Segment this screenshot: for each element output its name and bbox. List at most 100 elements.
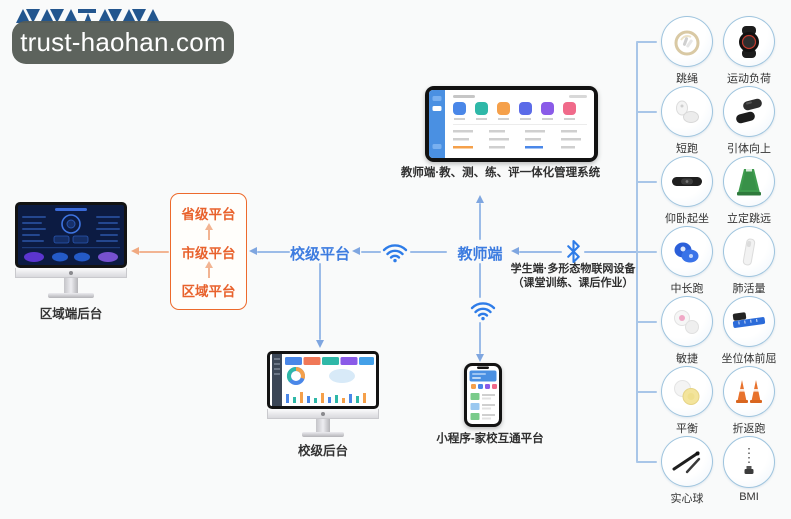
device-label: 敏捷 xyxy=(676,353,698,365)
watermark-pill: trust-haohan.com xyxy=(12,21,234,64)
connector-bt-right xyxy=(584,251,637,253)
device-item: 平衡 xyxy=(656,366,718,436)
agility-pod-icon xyxy=(674,309,699,334)
city-platform-label: 市级平台 xyxy=(181,245,236,261)
device-label: 折返跑 xyxy=(732,423,766,435)
sit-up-band-icon xyxy=(672,176,702,186)
regional-monitor-label: 区域端后台 xyxy=(39,307,103,321)
device-label: 肺活量 xyxy=(732,283,766,295)
arrow-up-blue-icon xyxy=(476,195,484,203)
apple-logo-icon xyxy=(321,411,325,416)
device-label: 运动负荷 xyxy=(727,73,771,85)
platform-hierarchy-box: 省级平台 市级平台 区域平台 xyxy=(170,193,247,310)
wifi-icon xyxy=(382,244,408,263)
arrow-left-orange-icon xyxy=(131,247,139,255)
device-item: 运动负荷 xyxy=(718,16,780,86)
sport-watch-icon xyxy=(739,25,759,58)
jump-rope-icon xyxy=(674,30,700,55)
school-backend-stand xyxy=(316,419,330,432)
device-item: 折返跑 xyxy=(718,366,780,436)
regional-monitor-base xyxy=(48,293,94,298)
device-item: 敏捷 xyxy=(656,296,718,366)
student-devices-line1: 学生端·多形态物联网设备 xyxy=(510,263,636,275)
device-item: 实心球 xyxy=(656,436,718,506)
school-backend-chin xyxy=(267,409,379,419)
connector-wifi-left xyxy=(361,251,381,253)
student-devices-line2: （课堂训练、课后作业） xyxy=(512,277,634,289)
watermark-text: trust-haohan.com xyxy=(20,27,226,57)
teacher-node: 教师端 xyxy=(457,246,503,263)
bracket-branch-4 xyxy=(636,251,657,253)
device-label: 仰卧起坐 xyxy=(665,213,709,225)
up-arrow-icon xyxy=(204,222,213,240)
device-circle xyxy=(661,366,713,417)
connector-bt-left xyxy=(519,251,562,253)
school-backend-base xyxy=(302,432,344,437)
pull-up-sensor-icon xyxy=(736,98,762,123)
connector-regional xyxy=(139,251,169,253)
device-circle xyxy=(723,296,775,347)
regional-monitor-chin xyxy=(15,268,127,278)
sit-reach-ruler-icon xyxy=(732,311,766,328)
miniprogram-phone xyxy=(464,363,502,427)
device-circle xyxy=(661,156,713,207)
connector-city xyxy=(257,251,290,253)
device-circle xyxy=(723,436,775,488)
run-chip-icon xyxy=(674,242,699,262)
device-item: 立定跳远 xyxy=(718,156,780,226)
device-item: BMI xyxy=(718,436,780,506)
device-label: 平衡 xyxy=(676,423,698,435)
arrow-left-blue-icon xyxy=(511,247,519,255)
medicine-ball-stick-icon xyxy=(672,451,701,473)
teacher-tablet xyxy=(425,86,598,162)
teacher-dashboard-preview xyxy=(429,90,587,158)
device-label: 实心球 xyxy=(670,493,704,505)
bracket-branch-2 xyxy=(636,111,657,113)
bracket-branch-6 xyxy=(636,391,657,393)
up-arrow-icon xyxy=(204,261,213,279)
wifi-icon xyxy=(470,302,496,321)
arrow-left-blue-icon xyxy=(249,247,257,255)
miniprogram-preview xyxy=(469,366,497,420)
arrow-left-blue-icon xyxy=(352,247,360,255)
device-item: 中长跑 xyxy=(656,226,718,296)
device-circle xyxy=(723,156,775,207)
school-platform-node: 校级平台 xyxy=(290,246,351,263)
student-devices-caption: 学生端·多形态物联网设备 （课堂训练、课后作业） xyxy=(494,262,652,290)
teacher-tablet-screen xyxy=(429,90,594,158)
district-platform-label: 区域平台 xyxy=(181,284,236,299)
device-circle xyxy=(661,226,713,277)
arrow-down-blue-icon xyxy=(316,340,324,348)
spirometer-icon xyxy=(742,238,756,265)
device-grid: 跳绳 运动负荷 短跑 xyxy=(656,16,780,506)
province-platform-label: 省级平台 xyxy=(181,207,236,222)
bluetooth-icon xyxy=(567,240,580,263)
connector-teacher-phone-top xyxy=(479,263,481,298)
regional-monitor-screen xyxy=(15,202,127,268)
device-circle xyxy=(661,436,713,487)
device-circle xyxy=(661,86,713,137)
miniprogram-label: 小程序-家校互通平台 xyxy=(436,433,544,445)
device-circle xyxy=(723,366,775,417)
jump-mat-icon xyxy=(737,168,761,195)
bracket-branch-7 xyxy=(636,461,657,463)
device-circle xyxy=(661,16,713,67)
device-label: 跳绳 xyxy=(676,73,698,85)
bracket-branch-3 xyxy=(636,181,657,183)
device-label: 坐位体前屈 xyxy=(721,353,777,365)
device-circle xyxy=(723,16,775,67)
device-item: 短跑 xyxy=(656,86,718,156)
device-circle xyxy=(723,226,775,277)
regional-monitor-stand xyxy=(64,278,78,293)
school-backend-preview xyxy=(272,354,374,406)
bracket-branch-5 xyxy=(636,321,657,323)
device-label: 中长跑 xyxy=(670,283,704,295)
device-label: 短跑 xyxy=(676,143,698,155)
device-item: 引体向上 xyxy=(718,86,780,156)
height-gauge-icon xyxy=(744,448,754,474)
apple-logo-icon xyxy=(69,270,73,275)
connector-wifi-right xyxy=(410,251,447,253)
regional-dashboard-preview xyxy=(22,208,120,262)
school-backend-monitor xyxy=(267,351,379,437)
